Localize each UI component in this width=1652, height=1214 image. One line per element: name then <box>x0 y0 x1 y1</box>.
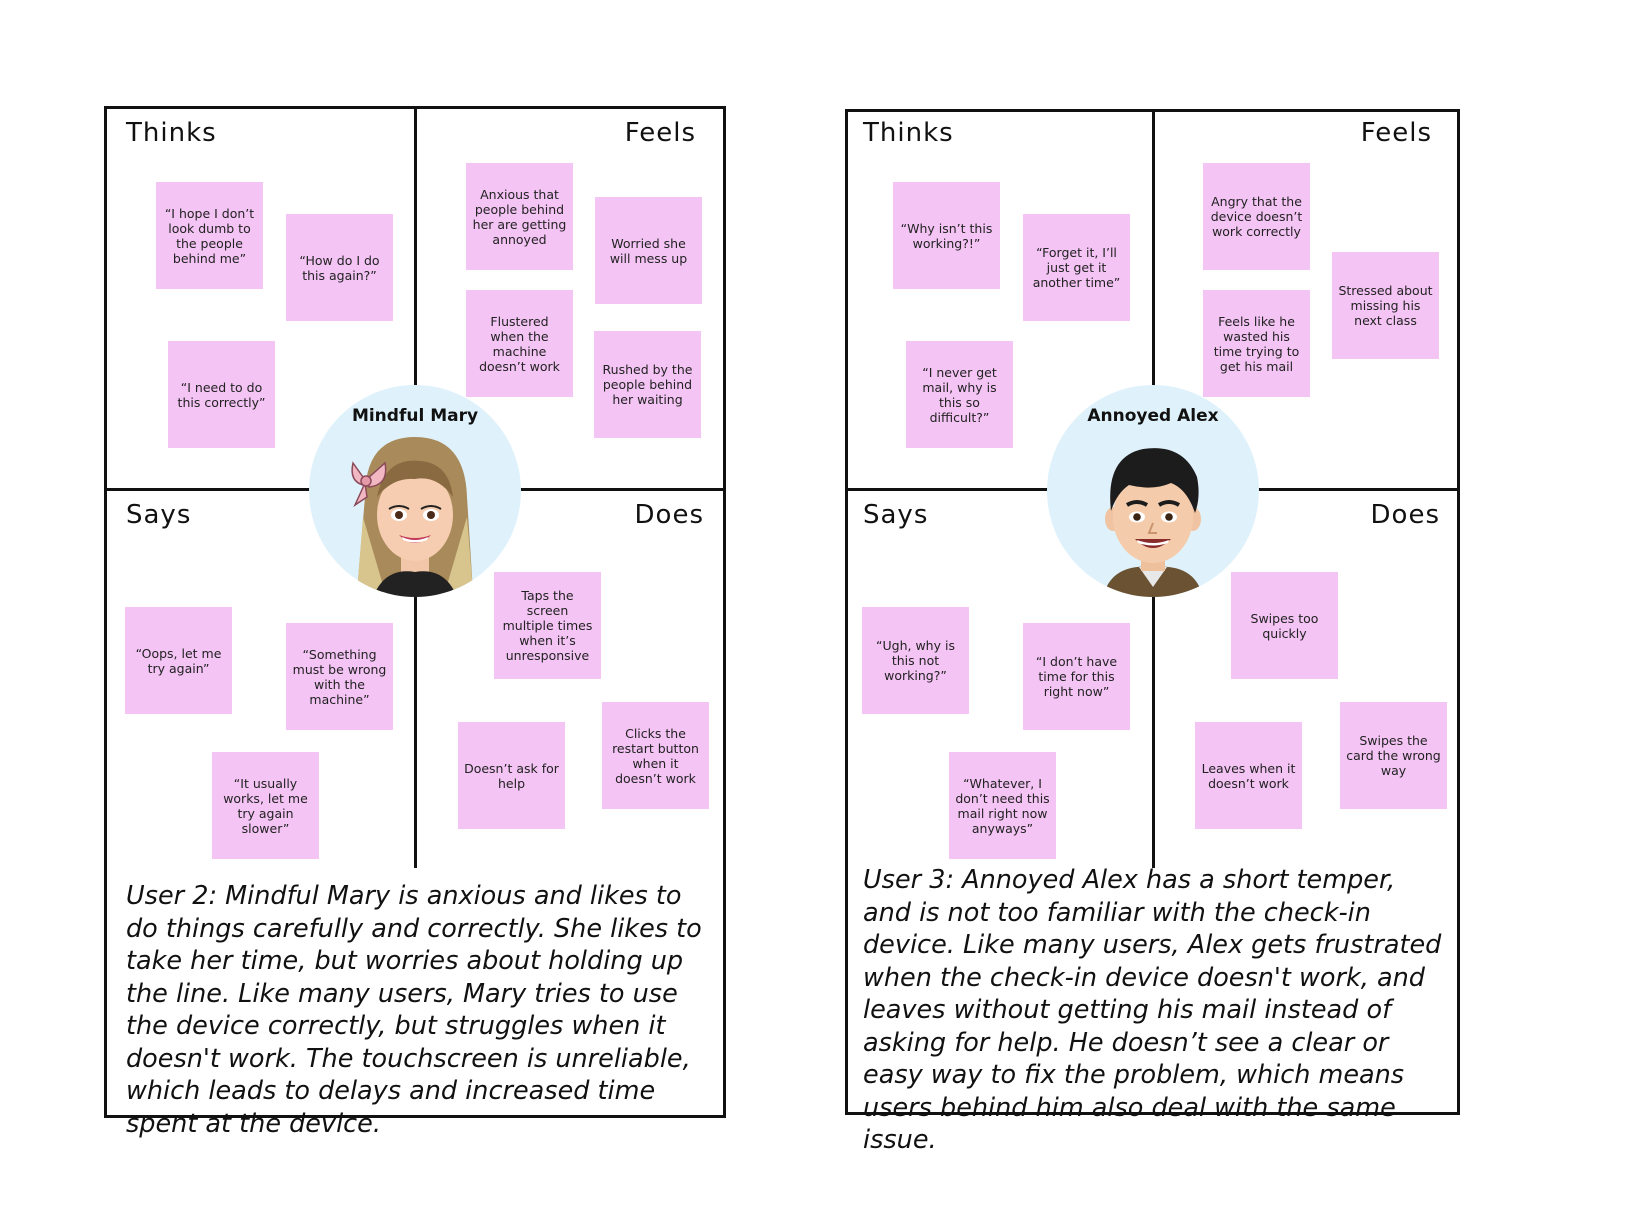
sticky-note-does: Clicks the restart button when it doesn’… <box>602 702 709 809</box>
sticky-note-feels: Feels like he wasted his time trying to … <box>1203 290 1310 397</box>
sticky-note-feels: Angry that the device doesn’t work corre… <box>1203 163 1310 270</box>
sticky-note-says: “It usually works, let me try again slow… <box>212 752 319 859</box>
sticky-note-says: “Oops, let me try again” <box>125 607 232 714</box>
sticky-note-says: “Something must be wrong with the machin… <box>286 623 393 730</box>
feels-label: Feels <box>1360 118 1432 148</box>
sticky-note-thinks: “How do I do this again?” <box>286 214 393 321</box>
does-label: Does <box>634 500 704 530</box>
sticky-note-feels: Stressed about missing his next class <box>1332 252 1439 359</box>
sticky-note-feels: Flustered when the machine doesn’t work <box>466 290 573 397</box>
sticky-note-says: “Ugh, why is this not working?” <box>862 607 969 714</box>
persona-avatar-alex <box>1047 385 1259 597</box>
sticky-note-feels: Worried she will mess up <box>595 197 702 304</box>
female-avatar-icon <box>351 437 473 597</box>
sticky-note-thinks: “Why isn’t this working?!” <box>893 182 1000 289</box>
persona-name: Annoyed Alex <box>1087 406 1219 426</box>
sticky-note-does: Taps the screen multiple times when it’s… <box>494 572 601 679</box>
thinks-label: Thinks <box>863 118 954 148</box>
sticky-note-thinks: “Forget it, I’ll just get it another tim… <box>1023 214 1130 321</box>
feels-label: Feels <box>624 118 696 148</box>
says-label: Says <box>863 500 929 530</box>
sticky-note-feels: Anxious that people behind her are getti… <box>466 163 573 270</box>
sticky-note-does: Doesn’t ask for help <box>458 722 565 829</box>
persona-description: User 2: Mindful Mary is anxious and like… <box>126 881 702 1139</box>
persona-description: User 3: Annoyed Alex has a short temper,… <box>863 865 1442 1155</box>
male-avatar-icon <box>1103 448 1203 597</box>
sticky-note-says: “Whatever, I don’t need this mail right … <box>949 752 1056 859</box>
sticky-note-feels: Rushed by the people behind her waiting <box>594 331 701 438</box>
does-label: Does <box>1370 500 1440 530</box>
sticky-note-thinks: “I need to do this correctly” <box>168 341 275 448</box>
sticky-note-thinks: “I never get mail, why is this so diffic… <box>906 341 1013 448</box>
persona-name: Mindful Mary <box>351 406 479 426</box>
sticky-note-thinks: “I hope I don’t look dumb to the people … <box>156 182 263 289</box>
persona-avatar-mary <box>309 385 521 597</box>
sticky-note-does: Swipes too quickly <box>1231 572 1338 679</box>
sticky-note-does: Swipes the card the wrong way <box>1340 702 1447 809</box>
sticky-note-says: “I don’t have time for this right now” <box>1023 623 1130 730</box>
says-label: Says <box>126 500 192 530</box>
thinks-label: Thinks <box>126 118 217 148</box>
sticky-note-does: Leaves when it doesn’t work <box>1195 722 1302 829</box>
